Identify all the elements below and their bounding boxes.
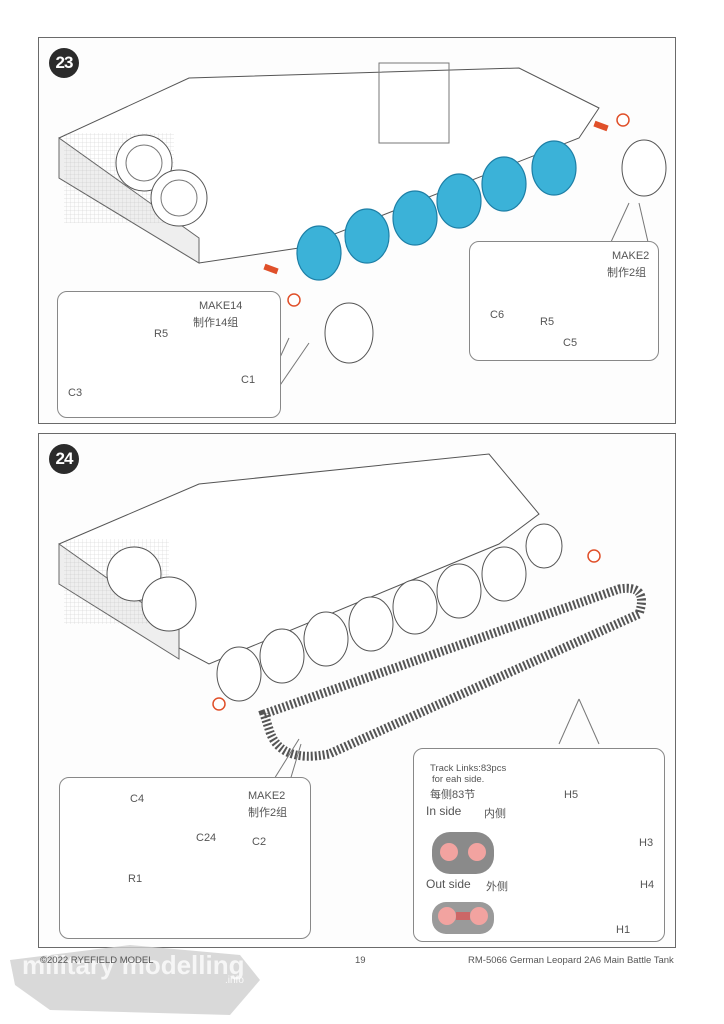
part-label: R5 [154,328,169,340]
track-link-inside-icon [432,832,494,874]
footer-copyright: ©2022 RYEFIELD MODEL [40,955,154,966]
part-label: C24 [196,832,217,844]
out-side-label-cn: 外侧 [486,881,508,893]
watermark-logo [10,945,260,1015]
part-label: H4 [640,879,655,891]
step-number-badge: 24 [49,444,79,474]
make-label-cn: 制作14组 [193,317,239,329]
callout-make2: MAKE2 制作2组 C6 R5 C5 [469,241,659,361]
part-label: H1 [616,924,631,936]
part-label: H3 [639,837,654,849]
part-label: R5 [540,316,555,328]
make-label: MAKE14 [199,300,243,312]
track-count-note: Track Links:83pcs [430,763,507,774]
watermark-sub: .info [225,975,244,986]
part-label: C3 [68,387,83,399]
part-label: C1 [241,374,256,386]
make-label-cn: 制作2组 [248,807,288,819]
road-wheels-highlighted [296,140,577,281]
make-label: MAKE2 [248,790,286,802]
step-23-panel: 23 [38,37,676,424]
watermark-text: military modelling [22,950,245,980]
footer-title: RM-5066 German Leopard 2A6 Main Battle T… [468,955,674,966]
step-number-badge: 23 [49,48,79,78]
track-run [258,583,646,761]
part-label: C6 [490,309,505,321]
part-label: C4 [130,793,145,805]
make-label: MAKE2 [612,250,650,262]
part-label: C5 [563,337,578,349]
step-24-panel: 24 MAKE2 制作2组 C4 [38,433,676,948]
track-count-note-2: for eah side. [432,774,485,785]
out-side-label: Out side [426,877,471,891]
callout-track-links: Track Links:83pcs for eah side. 每侧83节 In… [413,748,665,942]
part-label: H5 [564,789,579,801]
part-label: R1 [128,873,143,885]
callout-sprocket-make2: MAKE2 制作2组 C4 C24 C2 R1 [59,777,311,939]
in-side-label: In side [426,804,462,818]
callout-make14: MAKE14 制作14组 R5 C1 C3 [57,291,281,418]
part-label: C2 [252,836,267,848]
in-side-label-cn: 内侧 [484,808,506,820]
footer-page-number: 19 [355,955,366,966]
track-count-note-cn: 每侧83节 [430,789,476,801]
track-link-outside-icon [432,902,494,934]
make-label-cn: 制作2组 [607,267,647,279]
